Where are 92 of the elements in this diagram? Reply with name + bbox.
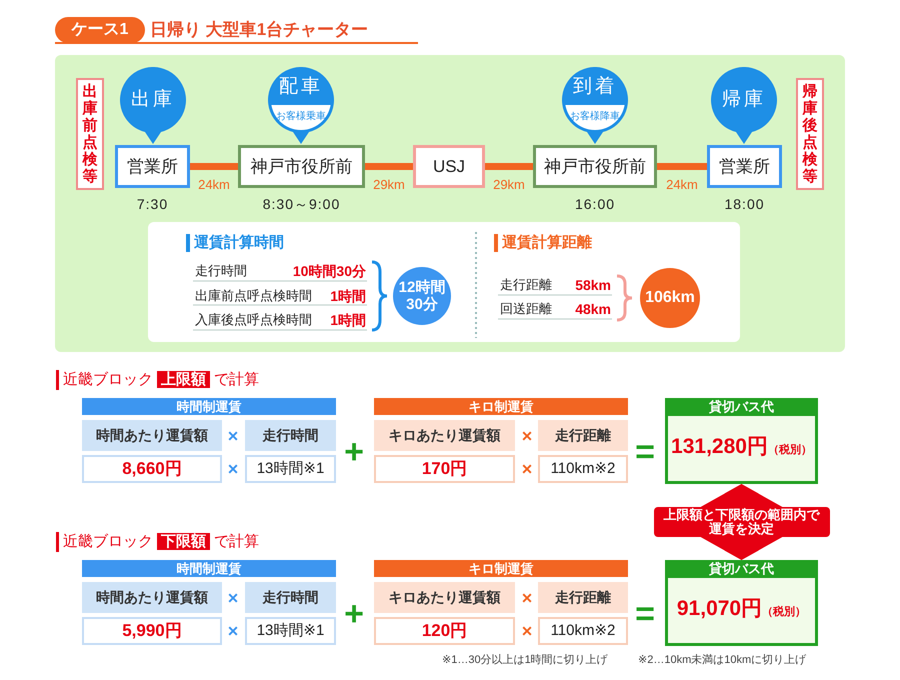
header-bar: 貸切バス代 xyxy=(665,398,818,416)
table-cell: 走行距離 xyxy=(538,582,628,613)
bubble-label: 到着 xyxy=(573,76,617,98)
header-bar: 時間制運賃 xyxy=(82,398,336,415)
edge-label: 24km xyxy=(196,177,232,192)
stop-box xyxy=(238,145,365,188)
diagram-title: 日帰り 大型車1台チャーター xyxy=(150,20,368,40)
stop-box xyxy=(707,145,782,188)
value-cell: 13時間※1 xyxy=(245,455,336,483)
row-value: 1時間 xyxy=(330,311,366,329)
total-value: 131,280円（税別） xyxy=(671,435,812,460)
row-label: 回送距離 xyxy=(500,300,552,318)
stop-name: 神戸市役所前 xyxy=(250,156,352,176)
value-cell: 170円 xyxy=(374,455,515,483)
value-cell: 8,660円 xyxy=(82,455,222,483)
row-value: 48km xyxy=(575,300,611,318)
header-bar: キロ制運賃 xyxy=(374,560,628,577)
bubble-sublabel: お客様降車 xyxy=(570,111,620,123)
circle-value: 12時間30分 xyxy=(398,279,446,313)
value-cell: 13時間※1 xyxy=(245,617,336,645)
operator-sign: × xyxy=(522,459,532,479)
bubble-label: 配車 xyxy=(279,76,323,98)
row-label: 出庫前点呼点検時間 xyxy=(195,287,312,305)
operator-sign: × xyxy=(228,459,238,479)
stop-box xyxy=(533,145,657,188)
vertical-label: 帰庫後点検等 xyxy=(802,83,818,185)
value-cell: 5,990円 xyxy=(82,617,222,645)
time-label: 16:00 xyxy=(574,196,616,212)
table-cell: 走行距離 xyxy=(538,420,628,451)
operator-sign: = xyxy=(635,435,655,469)
connector-line xyxy=(657,163,707,170)
footnote: ※1…30分以上は1時間に切り上げ xyxy=(442,653,608,667)
row-label: 走行時間 xyxy=(195,262,247,280)
row-value: 58km xyxy=(575,276,611,294)
table-cell: 時間あたり運賃額 xyxy=(82,420,222,451)
case-badge xyxy=(55,17,145,43)
edge-label: 29km xyxy=(491,177,527,192)
operator-sign: × xyxy=(228,621,238,641)
edge-label: 24km xyxy=(664,177,700,192)
section-heading: 運賃計算時間 xyxy=(186,234,284,252)
value-cell: 110km※2 xyxy=(538,455,628,483)
operator-sign: × xyxy=(522,426,532,446)
table-cell: 走行時間 xyxy=(245,420,336,451)
section-heading: 運賃計算距離 xyxy=(494,234,592,252)
stop-name: USJ xyxy=(432,156,466,176)
badge-label: ケース1 xyxy=(72,20,128,40)
connector-line xyxy=(365,163,413,170)
operator-sign: + xyxy=(344,597,364,631)
total-value: 91,070円（税別） xyxy=(676,597,806,622)
connector-line xyxy=(485,163,533,170)
operator-sign: × xyxy=(522,588,532,608)
vertical-label-box xyxy=(76,78,104,190)
table-cell: 時間あたり運賃額 xyxy=(82,582,222,613)
table-cell: キロあたり運賃額 xyxy=(374,582,515,613)
vertical-label: 出庫前点検等 xyxy=(82,83,98,185)
operator-sign: × xyxy=(522,621,532,641)
row-value: 1時間 xyxy=(330,287,366,305)
stop-box xyxy=(115,145,190,188)
header-bar: キロ制運賃 xyxy=(374,398,628,415)
stop-name: 営業所 xyxy=(719,156,770,176)
operator-sign: × xyxy=(228,588,238,608)
value-cell: 110km※2 xyxy=(538,617,628,645)
fare-total-box xyxy=(665,560,818,646)
section-heading: 近畿ブロック上限額で計算 xyxy=(56,370,259,390)
circle-value: 106km xyxy=(645,289,695,307)
edge-label: 上限額と下限額の範囲内で運賃を決定 xyxy=(654,507,830,537)
section-heading: 近畿ブロック下限額で計算 xyxy=(56,532,259,552)
bubble-label: 出庫 xyxy=(131,89,175,111)
bubble-sublabel: お客様乗車 xyxy=(276,111,326,123)
table-cell: キロあたり運賃額 xyxy=(374,420,515,451)
footnote: ※2…10km未満は10kmに切り上げ xyxy=(638,653,806,667)
stop-box xyxy=(413,145,485,188)
header-bar: 貸切バス代 xyxy=(665,560,818,578)
stop-name: 営業所 xyxy=(127,156,178,176)
connector-line xyxy=(190,163,238,170)
operator-sign: = xyxy=(635,597,655,631)
table-cell: 走行時間 xyxy=(245,582,336,613)
operator-sign: + xyxy=(344,435,364,469)
vertical-label-box xyxy=(796,78,824,190)
value-cell: 120円 xyxy=(374,617,515,645)
bubble-label: 帰庫 xyxy=(722,89,766,111)
row-label: 走行距離 xyxy=(500,276,552,294)
edge-label: 29km xyxy=(371,177,407,192)
row-value: 10時間30分 xyxy=(292,262,366,280)
time-label: 18:00 xyxy=(724,196,765,212)
header-bar: 時間制運賃 xyxy=(82,560,336,577)
time-label: 8:30～9:00 xyxy=(262,196,340,212)
fare-total-box xyxy=(665,398,818,484)
row-label: 入庫後点呼点検時間 xyxy=(195,311,312,329)
stop-name: 神戸市役所前 xyxy=(544,156,646,176)
operator-sign: × xyxy=(228,426,238,446)
time-label: 7:30 xyxy=(136,196,168,212)
